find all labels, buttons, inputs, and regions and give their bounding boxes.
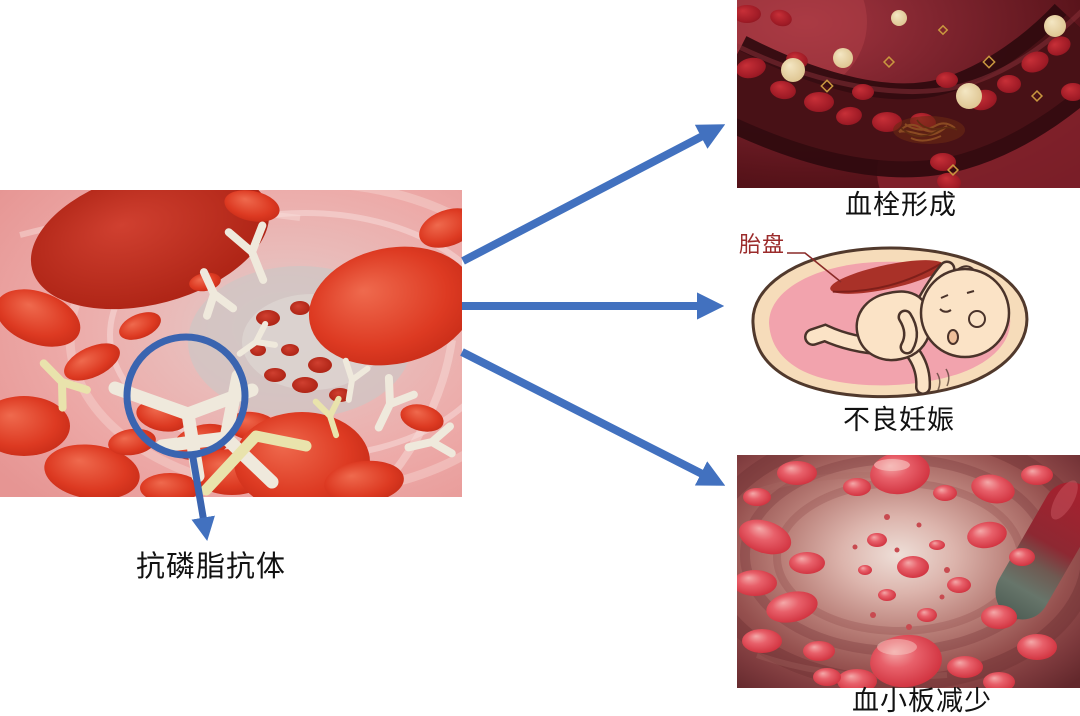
placenta-leader-line — [787, 252, 842, 283]
thrombosis-image — [737, 0, 1080, 188]
placenta-callout-label: 胎盘 — [739, 232, 786, 257]
arrow-to-thrombosis-icon — [461, 124, 726, 265]
fetus-in-womb-illustration — [737, 225, 1037, 403]
adverse-pregnancy-image: 胎盘 — [737, 225, 1037, 403]
dark-capsule-cell — [995, 480, 1080, 620]
platelet-dots — [852, 514, 950, 630]
red-blood-cells — [737, 455, 1057, 688]
thrombocytopenia-image — [737, 455, 1080, 688]
vessel-blood-cells — [737, 5, 1080, 132]
antiphospholipid-antibody-image — [0, 190, 462, 497]
thrombocytopenia-label: 血小板减少 — [852, 686, 992, 716]
thrombosis-label: 血栓形成 — [845, 190, 957, 220]
blood-vessel-antibody-illustration — [0, 190, 462, 497]
placenta-shape — [830, 260, 944, 294]
sparkle-particles — [820, 24, 1044, 103]
white-cells — [781, 10, 1066, 109]
thrombosis-illustration — [737, 0, 1080, 188]
thrombus-clot — [893, 116, 965, 188]
arrow-to-thrombocytopenia-icon — [460, 348, 726, 486]
fetus-figure — [804, 260, 1011, 395]
low-platelet-blood-illustration — [737, 455, 1080, 688]
pregnancy-label: 不良妊娠 — [843, 405, 955, 435]
source-label: 抗磷脂抗体 — [135, 551, 287, 583]
